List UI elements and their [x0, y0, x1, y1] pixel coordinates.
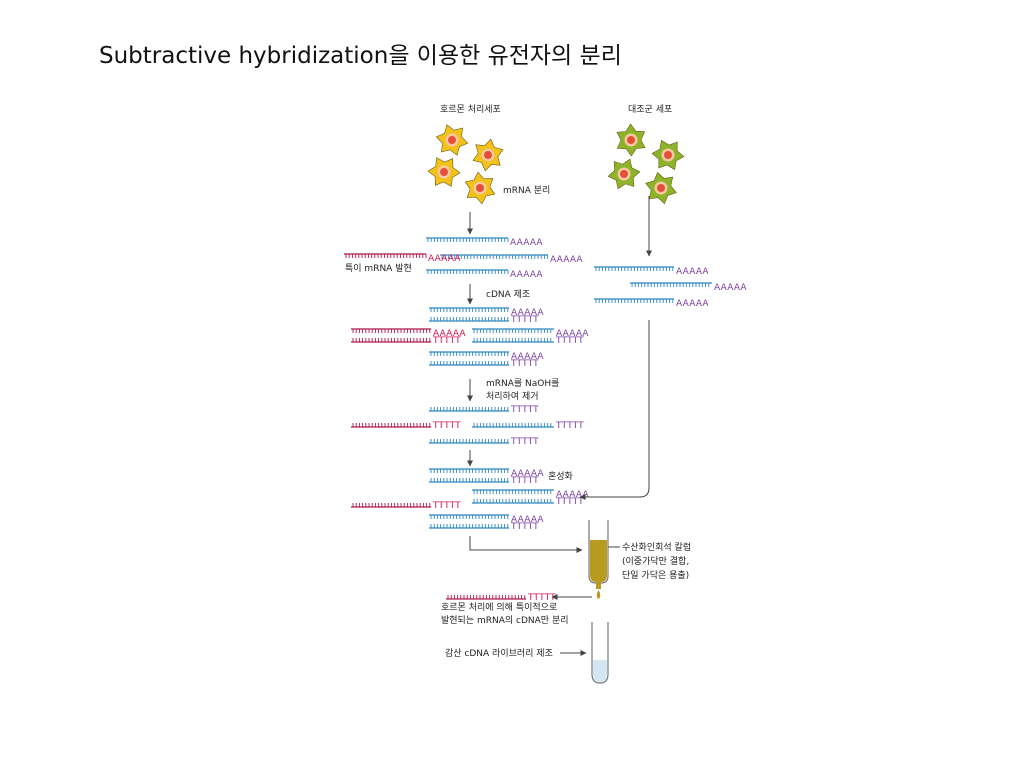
label-result-1: 호르몬 처리에 의해 특이적으로 — [441, 601, 557, 613]
control-cell — [607, 158, 641, 190]
label-column-1: 수산화인회석 칼럼 — [622, 541, 691, 553]
specific-cdna-strand: TTTTT — [351, 421, 461, 431]
label-column-2: (이중가닥만 결합, — [622, 556, 689, 567]
mrna-strand: AAAAA — [440, 254, 583, 265]
unhybridized-specific-cdna: TTTTT — [351, 501, 461, 511]
arrow-control-to-hybrid — [579, 320, 650, 500]
control-mrna-strand: AAAAA — [594, 298, 709, 309]
poly-a-tail: AAAAA — [676, 299, 709, 309]
poly-t-tail: TTTTT — [555, 497, 584, 507]
control-mrna-strand: AAAAA — [630, 282, 747, 293]
hybrid-mrna: AAAAA — [429, 307, 544, 318]
poly-t-tail: TTTTT — [510, 315, 539, 325]
poly-t-tail: TTTTT — [510, 359, 539, 369]
label-library: 감산 cDNA 라이브러리 제조 — [445, 647, 553, 659]
poly-a-tail: AAAAA — [550, 255, 583, 265]
poly-a-tail: AAAAA — [511, 469, 544, 479]
hybridized-pair-mrna: AAAAA — [429, 514, 544, 525]
hybridized-pair-cdna: TTTTT — [429, 476, 539, 486]
control-mrna-strand: AAAAA — [594, 266, 709, 277]
arrow-to-column — [469, 536, 583, 553]
hybridized-pair-cdna: TTTTT — [429, 522, 539, 532]
eluted-specific-cdna: TTTTT — [446, 593, 556, 603]
poly-t-tail: TTTTT — [432, 336, 461, 346]
slide-title: Subtractive hybridization을 이용한 유전자의 분리 — [99, 43, 622, 69]
poly-a-tail: AAAAA — [714, 283, 747, 293]
poly-a-tail: AAAAA — [433, 329, 466, 339]
specific-hybrid-cdna: TTTTT — [351, 336, 461, 346]
flow-arrows — [467, 196, 652, 656]
poly-a-tail: AAAAA — [428, 254, 461, 264]
label-result-2: 발현되는 mRNA의 cDNA만 분리 — [441, 615, 569, 626]
cdna-strand: TTTTT — [429, 405, 539, 415]
specific-hybrid-mrna: AAAAA — [351, 328, 466, 339]
mrna-strand: AAAAA — [426, 237, 543, 248]
treated-cell — [464, 171, 496, 205]
poly-t-tail: TTTTT — [510, 405, 539, 415]
hybrid-cdna: TTTTT — [429, 359, 539, 369]
poly-a-tail: AAAAA — [510, 238, 543, 248]
poly-a-tail: AAAAA — [676, 267, 709, 277]
poly-t-tail: TTTTT — [510, 437, 539, 447]
poly-t-tail: TTTTT — [555, 421, 584, 431]
label-treated-cells: 호르몬 처리세포 — [440, 103, 501, 115]
nucleic-acid-strands: AAAAA AAAAA AAAAA AAAAA AAAAA AAAAA AAAAA AAAAA… — [344, 237, 747, 603]
control-cells — [607, 123, 685, 205]
hydroxyapatite-column — [588, 520, 609, 599]
treated-cell — [472, 138, 504, 172]
hybrid-cdna: TTTTT — [429, 315, 539, 325]
label-column-3: 단일 가닥은 용출) — [622, 570, 689, 581]
label-hybridization: 혼성화 — [548, 470, 573, 482]
label-control-cells: 대조군 세포 — [628, 104, 672, 115]
poly-a-tail: AAAAA — [511, 515, 544, 525]
poly-t-tail: TTTTT — [555, 336, 584, 346]
treated-cell — [427, 157, 461, 187]
poly-a-tail: AAAAA — [510, 270, 543, 280]
cdna-strand: TTTTT — [429, 437, 539, 447]
label-mrna-isolation: mRNA 분리 — [503, 185, 550, 196]
hybrid-cdna: TTTTT — [472, 336, 584, 346]
poly-a-tail: AAAAA — [556, 329, 589, 339]
poly-t-tail: TTTTT — [510, 522, 539, 532]
poly-a-tail: AAAAA — [511, 308, 544, 318]
hybridized-pair-cdna: TTTTT — [472, 497, 584, 507]
hybrid-mrna: AAAAA — [429, 351, 544, 362]
label-naoh-2: 처리하여 제거 — [486, 390, 539, 402]
label-specific-mrna: 특이 mRNA 발현 — [345, 263, 412, 274]
poly-t-tail: TTTTT — [432, 421, 461, 431]
library-test-tube — [591, 622, 609, 684]
specific-mrna-strand: AAAAA — [344, 253, 461, 264]
hybridized-pair-mrna: AAAAA — [472, 489, 589, 500]
control-cell — [616, 123, 646, 157]
poly-a-tail: AAAAA — [511, 352, 544, 362]
label-cdna-synthesis: cDNA 제조 — [486, 289, 530, 300]
cdna-strand: TTTTT — [472, 421, 584, 431]
control-cell — [651, 139, 685, 171]
poly-t-tail: TTTTT — [510, 476, 539, 486]
label-naoh-1: mRNA를 NaOH를 — [486, 378, 559, 389]
poly-t-tail: TTTTT — [527, 593, 556, 603]
hormone-treated-cells — [427, 124, 504, 205]
poly-t-tail: TTTTT — [432, 501, 461, 511]
poly-a-tail: AAAAA — [556, 490, 589, 500]
treated-cell — [435, 124, 469, 156]
hybrid-mrna: AAAAA — [472, 328, 589, 339]
control-cell — [645, 171, 677, 205]
mrna-strand: AAAAA — [426, 269, 543, 280]
hybridized-pair-mrna: AAAAA — [429, 468, 544, 479]
diagram-labels: 호르몬 처리세포 대조군 세포 mRNA 분리 특이 mRNA 발현 cDNA … — [345, 103, 691, 659]
